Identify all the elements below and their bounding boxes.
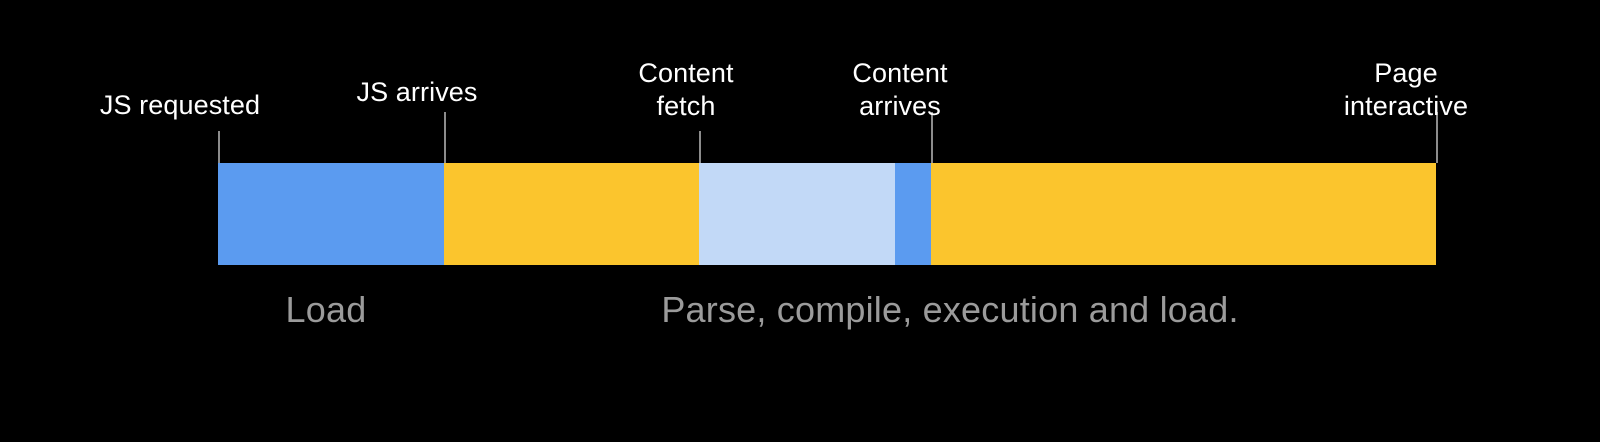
segment-js-parse-compile-execute bbox=[444, 163, 699, 265]
tick-page-interactive bbox=[1436, 112, 1438, 163]
phase-caption-parse-compile-execute-load: Parse, compile, execution and load. bbox=[661, 289, 1239, 330]
segment-content-process bbox=[931, 163, 1436, 265]
marker-label-content-arrives: Content arrives bbox=[852, 58, 948, 121]
segment-js-download bbox=[218, 163, 444, 265]
marker-label-js-arrives: JS arrives bbox=[356, 77, 478, 107]
marker-label-js-requested: JS requested bbox=[99, 90, 261, 120]
timeline-bar bbox=[218, 163, 1436, 265]
tick-content-fetch bbox=[699, 131, 701, 163]
tick-js-arrives bbox=[444, 112, 446, 163]
marker-label-content-fetch: Content fetch bbox=[638, 58, 734, 121]
phase-caption-load: Load bbox=[285, 289, 367, 330]
segment-content-fetch-wait bbox=[699, 163, 895, 265]
tick-js-requested bbox=[218, 131, 220, 163]
marker-label-page-interactive: Page interactive bbox=[1343, 58, 1469, 121]
tick-content-arrives bbox=[931, 112, 933, 163]
segment-content-download bbox=[895, 163, 931, 265]
